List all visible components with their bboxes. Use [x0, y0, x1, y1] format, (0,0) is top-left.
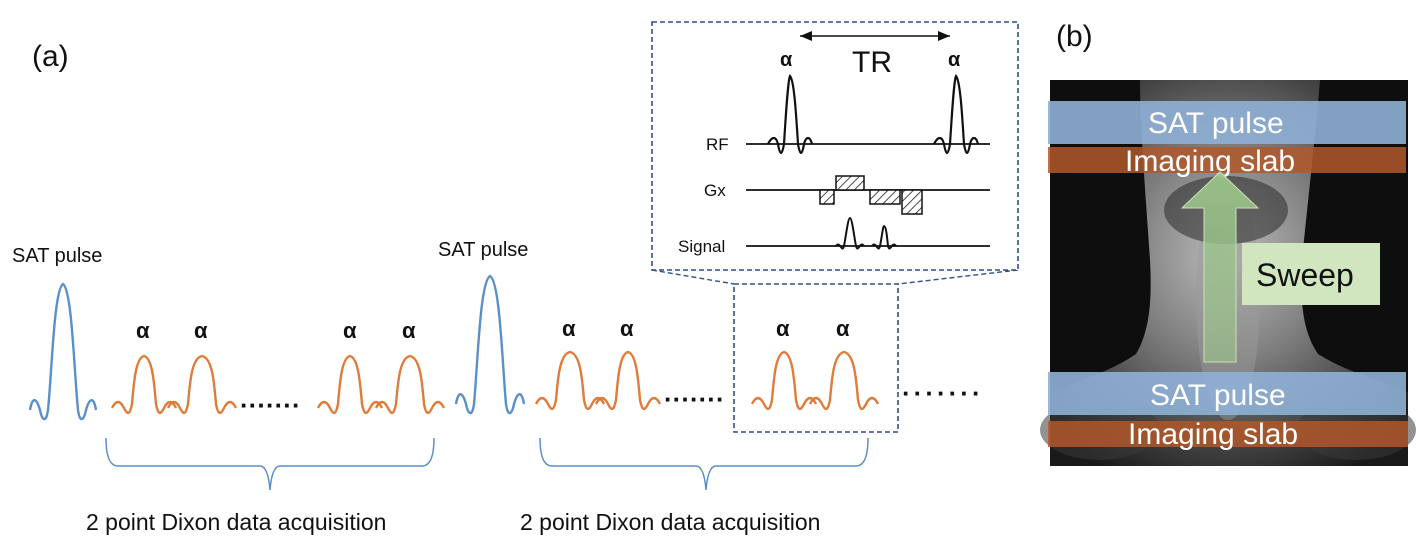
- zoom-connector-left: [651, 269, 735, 285]
- alpha-label: α: [776, 316, 790, 341]
- sweep-arrow-icon: [1180, 171, 1260, 363]
- sat-pulse-label-1: SAT pulse: [12, 245, 102, 267]
- alpha-pulse-group-1: [110, 354, 446, 415]
- rf-axis-label: RF: [706, 135, 729, 154]
- zoom-connector-right: [897, 269, 1019, 285]
- gx-axis-label: Gx: [704, 181, 726, 200]
- slab-band-bottom-label: Imaging slab: [1128, 418, 1298, 451]
- sat-pulse-label-2: SAT pulse: [438, 239, 528, 261]
- alpha-pulse: [808, 350, 880, 411]
- sat-band-bottom-label: SAT pulse: [1150, 379, 1286, 412]
- tr-arrowhead-left: [800, 31, 812, 41]
- alpha-pulse: [594, 350, 662, 411]
- gx-lobe: [869, 189, 901, 205]
- panel-a-label: (a): [32, 40, 69, 73]
- sequence-inset: TR α α RF Gx Signal: [651, 21, 1019, 271]
- zoom-source-box: [733, 283, 899, 433]
- sweep-label: Sweep: [1256, 257, 1354, 293]
- sat-band-top-label: SAT pulse: [1148, 107, 1284, 140]
- slab-band-top: [1048, 147, 1406, 173]
- brace-1: [105, 437, 435, 491]
- alpha-pulse: [166, 354, 238, 415]
- sat-band-bottom: [1048, 372, 1406, 415]
- signal-axis-label: Signal: [678, 237, 725, 256]
- gx-lobe: [819, 189, 835, 205]
- alpha-pulse-group-2: [534, 350, 880, 411]
- alpha-pulse: [374, 354, 446, 415]
- signal-echo-1: [835, 216, 865, 250]
- brace-2: [539, 437, 869, 491]
- sweep-label-box: [1242, 243, 1380, 305]
- alpha-label: α: [343, 318, 357, 343]
- slab-band-bottom: [1048, 421, 1408, 447]
- rf-pulse-1: [767, 74, 814, 155]
- alpha-label: α: [620, 316, 634, 341]
- sat-band-top: [1048, 101, 1406, 144]
- alpha-label: α: [836, 316, 850, 341]
- ellipsis-3: ·······: [902, 378, 984, 408]
- tr-arrowhead-right: [938, 31, 950, 41]
- slab-band-top-label: Imaging slab: [1125, 145, 1295, 178]
- tr-label: TR: [852, 46, 892, 79]
- alpha-pulse: [110, 354, 178, 415]
- gx-lobe: [835, 175, 865, 191]
- alpha-label: α: [562, 316, 576, 341]
- signal-echo-2: [871, 224, 897, 250]
- acquisition-label-2: 2 point Dixon data acquisition: [520, 509, 820, 535]
- panel-b-label: (b): [1056, 20, 1093, 53]
- sat-pulse-waveform-2: [454, 274, 526, 415]
- alpha-pulse: [316, 354, 384, 415]
- gx-lobe: [901, 189, 923, 215]
- acquisition-label-1: 2 point Dixon data acquisition: [86, 509, 386, 535]
- ellipsis-1: ·······: [240, 390, 301, 420]
- alpha-label: α: [402, 318, 416, 343]
- inset-alpha-1: α: [780, 49, 793, 71]
- inset-border: [651, 21, 1019, 271]
- rf-pulse-2: [933, 74, 980, 155]
- inset-alpha-2: α: [948, 49, 961, 71]
- alpha-label: α: [136, 318, 150, 343]
- sat-pulse-waveform-1: [28, 282, 98, 421]
- alpha-pulse: [750, 350, 818, 411]
- alpha-label: α: [194, 318, 208, 343]
- ellipsis-2: ·······: [664, 384, 725, 414]
- alpha-pulse: [534, 350, 606, 411]
